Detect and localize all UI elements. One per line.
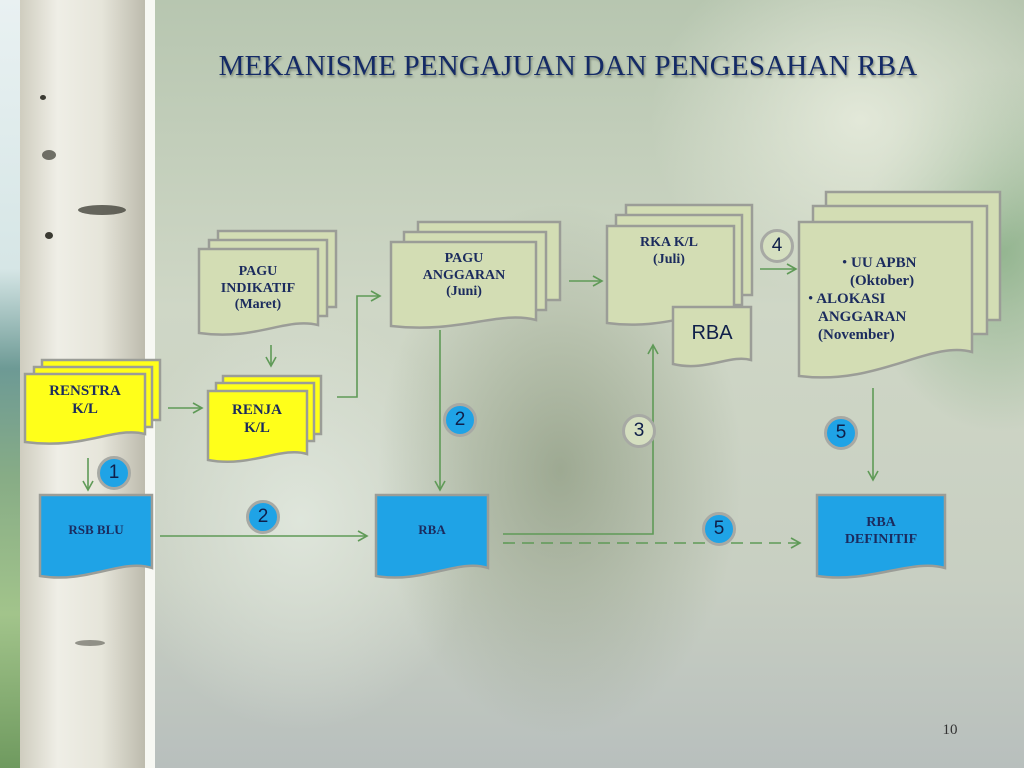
step-badge-5-right: 5	[824, 416, 858, 450]
document-shape	[374, 493, 490, 579]
stacked-document-shape	[197, 229, 338, 336]
arrow-rba-rka	[503, 343, 659, 535]
node-uu-apbn-alokasi: • UU APBN (Oktober) • ALOKASI ANGGARAN (…	[797, 190, 1002, 384]
bullet-text: ALOKASI	[816, 291, 886, 307]
node-label-line: PAGU	[238, 264, 278, 280]
bullet-uu-apbn: • UU APBN	[808, 254, 916, 272]
node-label-line: DEFINITIF	[844, 532, 918, 547]
node-rba: RBA	[374, 493, 490, 584]
step-badge-2-top: 2	[443, 403, 477, 437]
node-renja-kl: RENJA K/L	[206, 374, 323, 466]
bullet-text: UU APBN	[851, 255, 917, 271]
slide-title: MEKANISME PENGAJUAN DAN PENGESAHAN RBA	[218, 50, 918, 82]
bullet-glyph: •	[842, 255, 848, 271]
node-rsb-blu: RSB BLU	[38, 493, 154, 584]
step-badge-2-bottom: 2	[246, 500, 280, 534]
node-label-line: RENSTRA	[49, 383, 121, 400]
bullet-alokasi-anggaran: • ALOKASI	[808, 290, 916, 308]
step-badge-1: 1	[97, 456, 131, 490]
bark-mark	[45, 232, 53, 239]
step-badge-4: 4	[760, 229, 794, 263]
bullet-glyph: •	[808, 291, 814, 307]
step-badge-5-bottom: 5	[702, 512, 736, 546]
node-label-line: K/L	[244, 420, 270, 436]
bark-mark	[40, 95, 46, 100]
node-label-line: (Juni)	[446, 284, 482, 300]
bullet-text-continued: ANGGARAN	[818, 309, 907, 325]
node-label-line: ANGGARAN	[422, 267, 506, 283]
node-rka-kl: RKA K/L (Juli)	[605, 203, 754, 329]
node-pagu-anggaran: PAGU ANGGARAN (Juni)	[389, 220, 562, 336]
bullet-text-continued: (Oktober)	[850, 273, 915, 289]
arrow-renja-pagu-anggaran	[337, 290, 382, 398]
document-shape	[671, 305, 753, 368]
stacked-document-shape	[23, 358, 162, 445]
bark-mark	[78, 205, 126, 215]
node-label-line: RBA	[866, 515, 896, 531]
node-renstra-kl: RENSTRA K/L	[23, 358, 162, 448]
node-label: RSB BLU	[68, 522, 124, 538]
page-number: 10	[942, 722, 958, 738]
node-label-line: (Maret)	[234, 297, 282, 313]
document-shape	[38, 493, 154, 579]
stacked-document-shape	[797, 190, 1002, 379]
stacked-document-shape	[389, 220, 562, 329]
node-rba-definitif: RBA DEFINITIF	[815, 493, 947, 584]
bark-mark	[42, 150, 56, 160]
bark-mark	[75, 640, 105, 646]
node-label: RBA	[418, 522, 446, 538]
node-rba-small: RBA	[671, 305, 753, 368]
node-label-line: RKA K/L	[640, 235, 698, 251]
node-label-line: PAGU	[444, 251, 484, 267]
node-label-line: (Juli)	[653, 252, 685, 267]
node-pagu-indikatif: PAGU INDIKATIF (Maret)	[197, 229, 338, 345]
node-label-line: INDIKATIF	[220, 280, 296, 296]
step-badge-3: 3	[622, 414, 656, 448]
bullet-text-continued: (November)	[818, 327, 895, 343]
stacked-document-shape	[605, 203, 754, 326]
node-label-line: K/L	[72, 401, 98, 417]
document-shape	[815, 493, 947, 579]
stacked-document-shape	[206, 374, 323, 463]
node-label-line: RENJA	[231, 402, 282, 419]
node-label: RBA	[691, 322, 733, 345]
